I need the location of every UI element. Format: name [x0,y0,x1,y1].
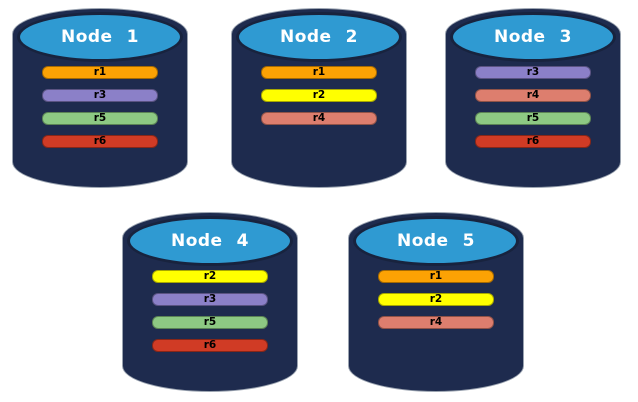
replica-bar: r1 [378,270,494,283]
replica-bar: r2 [152,270,268,283]
cylinder-cap: Node 2 [236,12,402,62]
replica-bar: r4 [378,316,494,329]
node-2-cylinder: Node 2 r1 r2 r4 [231,8,407,188]
replica-bar: r6 [42,135,158,148]
replica-bar: r4 [475,89,591,102]
node-label: Node 4 [170,231,249,251]
node-1-cylinder: Node 1 r1 r3 r5 r6 [12,8,188,188]
cylinder-cap: Node 3 [450,12,616,62]
cylinder-cap: Node 1 [17,12,183,62]
replica-bar: r2 [261,89,377,102]
replica-bar: r5 [42,112,158,125]
replica-bar: r3 [152,293,268,306]
replica-bar: r1 [42,66,158,79]
node-label: Node 5 [396,231,475,251]
replica-bar: r3 [475,66,591,79]
replica-bar: r3 [42,89,158,102]
node-label: Node 2 [279,27,358,47]
replica-bar: r4 [261,112,377,125]
node-label: Node 3 [493,27,572,47]
cylinder-cap: Node 4 [127,216,293,266]
node-label: Node 1 [60,27,139,47]
node-4-cylinder: Node 4 r2 r3 r5 r6 [122,212,298,392]
replica-bar: r5 [152,316,268,329]
replica-bar: r5 [475,112,591,125]
replica-bar: r1 [261,66,377,79]
replica-bar: r2 [378,293,494,306]
replica-bar: r6 [475,135,591,148]
cylinder-cap: Node 5 [353,216,519,266]
node-3-cylinder: Node 3 r3 r4 r5 r6 [445,8,621,188]
replica-bar: r6 [152,339,268,352]
node-5-cylinder: Node 5 r1 r2 r4 [348,212,524,392]
